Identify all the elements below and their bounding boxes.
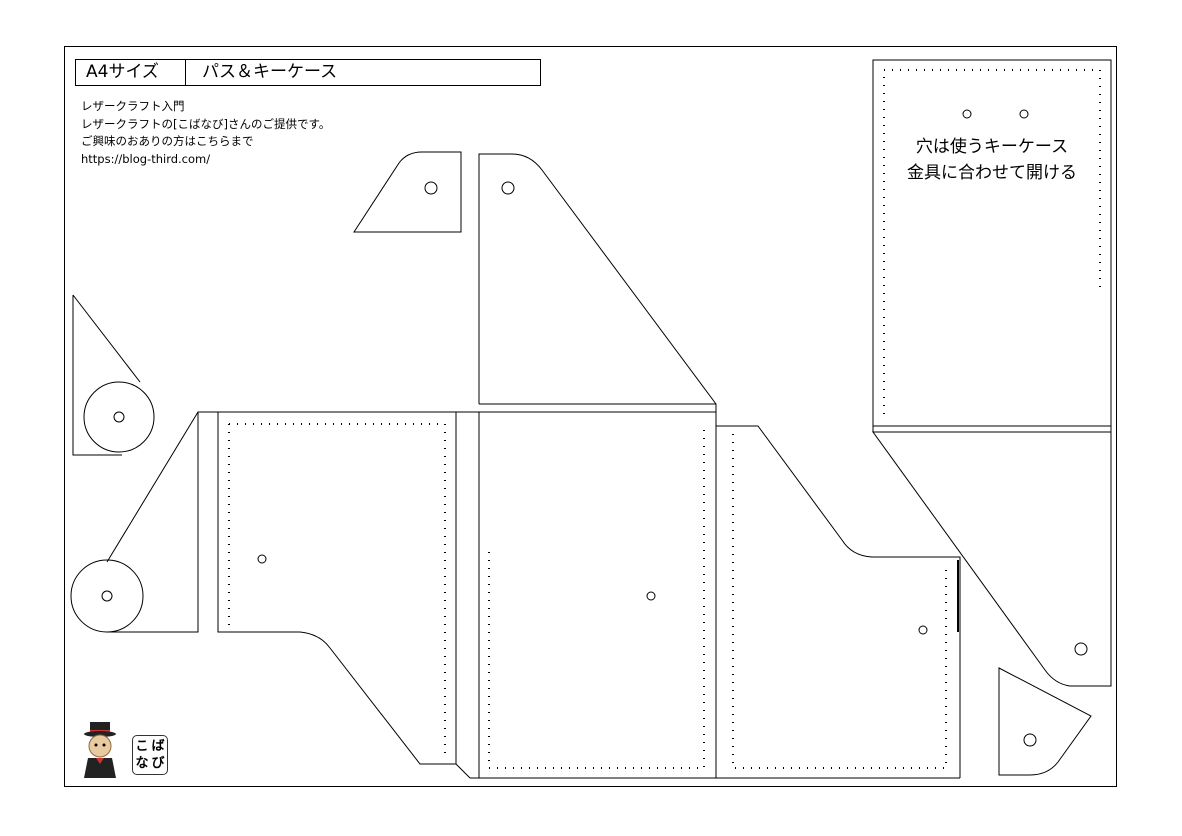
- pattern-title: パス＆キーケース: [202, 62, 338, 82]
- flap-outline: [872, 431, 1112, 687]
- stitch-line: [228, 423, 446, 760]
- rivet-hole: [962, 109, 972, 119]
- info-line: レザークラフトの[こばなび]さんのご提供です。: [81, 116, 331, 131]
- info-block: レザークラフト入門 レザークラフトの[こばなび]さんのご提供です。 ご興味のおあ…: [81, 98, 330, 168]
- rivet-hole: [1074, 642, 1088, 656]
- rivet-hole: [257, 554, 267, 564]
- rivet-hole: [424, 181, 438, 195]
- card-pocket-outline: [872, 59, 1112, 433]
- info-line: ご興味のおありの方はこちらまで: [81, 134, 254, 148]
- note-line: 金具に合わせて開ける: [907, 163, 1077, 183]
- stitch-line: [883, 69, 1101, 414]
- small-tab-piece-left: [72, 294, 141, 456]
- rivet-hole: [101, 590, 113, 602]
- info-url[interactable]: https://blog-third.com/: [81, 151, 211, 166]
- stitch-line: [732, 434, 947, 769]
- tab-circle-left: [83, 381, 155, 453]
- tab-circle-bottom-left: [70, 559, 144, 633]
- rivet-hole: [1023, 733, 1037, 747]
- stitch-line: [488, 424, 705, 769]
- info-line: レザークラフト入門: [81, 99, 185, 113]
- rivet-hole: [501, 181, 515, 195]
- small-tab-piece-top: [353, 151, 462, 233]
- kobanabi-logo: こ ば な び: [132, 735, 168, 775]
- mascot-icon: [84, 722, 116, 778]
- rivet-hole: [113, 411, 125, 423]
- hole-note: 穴は使うキーケース 金具に合わせて開ける: [882, 134, 1102, 186]
- main-body-outline: [106, 153, 960, 779]
- note-line: 穴は使うキーケース: [915, 137, 1069, 157]
- rivet-hole: [1019, 109, 1029, 119]
- small-tab-piece-bottom: [998, 667, 1092, 776]
- paper-size-label: A4サイズ: [76, 60, 186, 85]
- rivet-hole: [646, 591, 656, 601]
- side-panel-outline: [716, 425, 961, 778]
- header-box: A4サイズ パス＆キーケース: [75, 59, 541, 86]
- sheet-border: [64, 46, 1117, 787]
- rivet-hole: [918, 625, 928, 635]
